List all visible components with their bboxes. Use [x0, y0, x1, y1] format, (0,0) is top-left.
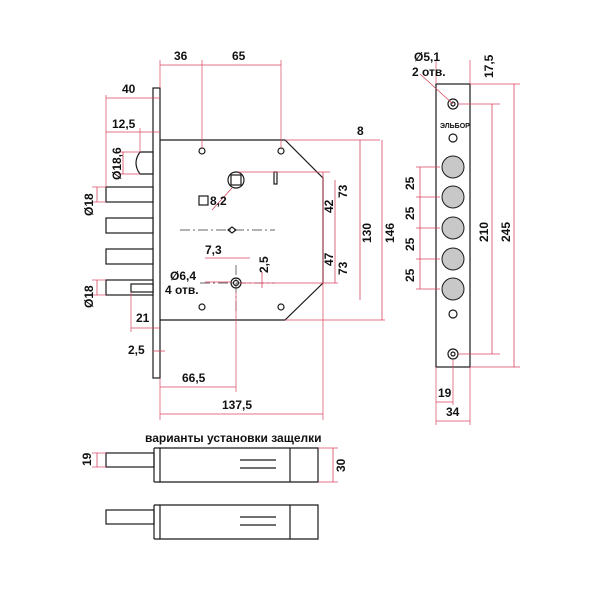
dim-66-5: 66,5 — [182, 371, 206, 385]
dim-2-5-mid: 2,5 — [257, 256, 271, 273]
dim-21: 21 — [136, 311, 150, 325]
dim-8: 8 — [357, 124, 364, 138]
latch-variants-caption: варианты установки защелки — [145, 431, 322, 445]
square-symbol-icon — [198, 195, 209, 206]
latch-bolt — [135, 151, 154, 175]
brand-logo: ЭЛЬБОР — [440, 123, 470, 130]
lock-faceplate-edge — [152, 87, 161, 379]
dim-d6-4: Ø6,4 — [170, 269, 196, 283]
dim-4-holes: 4 отв. — [165, 283, 199, 297]
plate-screw-top — [448, 133, 458, 143]
latch-variant-2 — [105, 504, 319, 540]
dim-42: 42 — [322, 199, 336, 213]
dim-137-5: 137,5 — [222, 398, 252, 412]
dim-40: 40 — [122, 82, 136, 96]
dimension-labels-plate: Ø5,1 2 отв. 17,5 25 25 25 25 210 245 19 … — [403, 50, 513, 419]
latch-variant-1-bolt — [105, 452, 155, 468]
dim-47: 47 — [322, 252, 336, 266]
bolt-face-1 — [441, 155, 465, 179]
dim-30: 30 — [334, 458, 348, 472]
dim-130: 130 — [360, 223, 374, 243]
bolt-tab — [130, 283, 154, 293]
svg-text:8,2: 8,2 — [210, 194, 227, 208]
dim-210: 210 — [477, 222, 491, 242]
dim-2-holes: 2 отв. — [412, 65, 446, 79]
latch-variant-2-bolt — [105, 509, 155, 525]
dim-65: 65 — [232, 49, 246, 63]
dim-19-plate: 19 — [438, 386, 452, 400]
bolt-face-5 — [441, 277, 465, 301]
dim-7-3: 7,3 — [205, 243, 222, 257]
dim-d18-top: Ø18 — [82, 193, 96, 216]
dim-25-a: 25 — [403, 176, 417, 190]
spindle-hub — [227, 171, 245, 189]
dim-19-latch: 19 — [80, 452, 94, 466]
dim-73-top: 73 — [336, 184, 350, 198]
mount-hole-bottom-left — [198, 303, 206, 311]
dim-146: 146 — [383, 223, 397, 243]
dim-2-5-bottom: 2,5 — [128, 343, 145, 357]
bolt-face-4 — [441, 247, 465, 271]
mount-hole-bottom-right — [277, 303, 285, 311]
mount-hole-top-left — [198, 147, 206, 155]
dim-25-c: 25 — [403, 237, 417, 251]
dim-73-bottom: 73 — [336, 261, 350, 275]
dimension-lines-main — [92, 60, 385, 420]
latch-variant-1 — [105, 447, 319, 483]
dimension-labels-main: 36 65 40 12,5 Ø18,6 Ø18 Ø18 21 2,5 66,5 … — [82, 49, 397, 412]
dim-36: 36 — [174, 49, 188, 63]
dim-245: 245 — [499, 222, 513, 242]
latch-slot — [273, 171, 278, 185]
dim-25-b: 25 — [403, 206, 417, 220]
dimension-labels-latch: 19 30 — [80, 452, 348, 472]
bolt-1 — [105, 186, 154, 203]
latch-variant-1-case — [159, 447, 319, 483]
dim-12-5: 12,5 — [112, 117, 136, 131]
dim-d18-bottom: Ø18 — [82, 285, 96, 308]
dimension-lines-plate — [416, 60, 520, 425]
dim-d5-1: Ø5,1 — [414, 50, 440, 64]
plate-hole-bottom — [447, 348, 459, 360]
dim-17-5: 17,5 — [482, 54, 496, 78]
bolt-3 — [105, 248, 154, 265]
spindle-square — [230, 174, 242, 186]
dim-34: 34 — [446, 405, 460, 419]
dimension-lines-latch — [92, 447, 338, 483]
dim-square-8-2: 8,2 — [198, 194, 227, 208]
lock-body — [105, 87, 324, 379]
bolt-face-2 — [441, 185, 465, 209]
dim-d18-6: Ø18,6 — [110, 147, 124, 180]
mount-hole-top-right — [277, 147, 285, 155]
plate-screw-bottom — [448, 309, 458, 319]
dim-25-d: 25 — [403, 268, 417, 282]
latch-variant-2-case — [159, 504, 319, 540]
bolt-2 — [105, 217, 154, 234]
bolt-face-3 — [441, 216, 465, 240]
front-plate: ЭЛЬБОР — [435, 83, 471, 368]
